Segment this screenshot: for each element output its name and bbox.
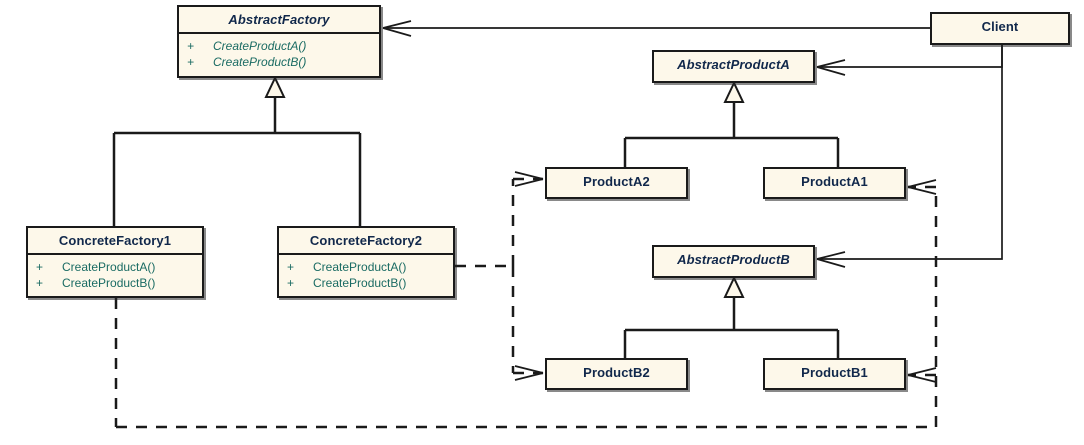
operation-signature: CreateProductB() [313, 276, 407, 290]
generalization-concretefactories-to-abstractfactory [112, 75, 362, 226]
operation-row: + CreateProductA() [279, 259, 453, 275]
open-arrowhead-productb2 [514, 365, 544, 381]
operation-row: + CreateProductA() [28, 259, 202, 275]
association-client-to-abstractproducta [816, 45, 1003, 76]
class-box-product-b1[interactable]: ProductB1 [763, 358, 906, 390]
class-name-product-b2: ProductB2 [583, 365, 650, 380]
class-box-product-a2[interactable]: ProductA2 [545, 167, 688, 199]
class-box-client[interactable]: Client [930, 12, 1070, 45]
class-box-concrete-factory-1[interactable]: ConcreteFactory1 + CreateProductA() + Crea… [26, 226, 204, 298]
class-box-product-b2[interactable]: ProductB2 [545, 358, 688, 390]
class-box-concrete-factory-2[interactable]: ConcreteFactory2 + CreateProductA() + Crea… [277, 226, 455, 298]
class-name-client: Client [981, 19, 1019, 34]
open-arrowhead-abstractproductb [816, 251, 846, 268]
operation-signature: CreateProductA() [62, 260, 156, 274]
association-client-to-abstractproductb [816, 45, 1003, 268]
generalization-products-to-abstractproductb [623, 275, 840, 358]
open-arrowhead-abstractproducta [816, 59, 846, 76]
dependency-concretefactory2-to-products [455, 171, 544, 381]
class-box-abstract-product-b[interactable]: AbstractProductB [652, 245, 815, 278]
class-operations-concrete-factory-1: + CreateProductA() + CreateProductB() [28, 255, 202, 296]
operation-row: + CreateProductB() [28, 275, 202, 291]
generalization-triangle-abstractproductb [723, 275, 745, 298]
class-name-concrete-factory-1: ConcreteFactory1 [28, 228, 202, 255]
operation-signature: CreateProductA() [313, 260, 407, 274]
class-name-concrete-factory-2: ConcreteFactory2 [279, 228, 453, 255]
operation-visibility: + [287, 276, 295, 290]
generalization-triangle-abstractproducta [723, 80, 745, 103]
class-box-abstract-product-a[interactable]: AbstractProductA [652, 50, 815, 83]
operation-visibility: + [36, 260, 44, 274]
operation-signature: CreateProductB() [213, 55, 307, 69]
operation-signature: CreateProductB() [62, 276, 156, 290]
operation-row: + CreateProductA() [179, 38, 379, 54]
operation-row: + CreateProductB() [279, 275, 453, 291]
class-operations-abstract-factory: + CreateProductA() + CreateProductB() [179, 34, 379, 75]
class-box-product-a1[interactable]: ProductA1 [763, 167, 906, 199]
operation-visibility: + [187, 55, 195, 69]
class-name-product-a1: ProductA1 [801, 174, 868, 189]
open-arrowhead-producta1 [907, 179, 937, 195]
generalization-triangle-abstractfactory [264, 75, 286, 98]
class-name-abstract-factory: AbstractFactory [179, 7, 379, 34]
dependency-concretefactory1-to-products [114, 179, 938, 429]
operation-visibility: + [36, 276, 44, 290]
class-box-abstract-factory[interactable]: AbstractFactory + CreateProductA() + Creat… [177, 5, 381, 78]
association-client-to-abstractfactory [382, 20, 930, 37]
class-name-product-b1: ProductB1 [801, 365, 868, 380]
open-arrowhead-producta2 [514, 171, 544, 187]
class-name-product-a2: ProductA2 [583, 174, 650, 189]
operation-visibility: + [187, 39, 195, 53]
generalization-products-to-abstractproducta [623, 80, 840, 167]
open-arrowhead-abstractfactory [382, 20, 412, 37]
open-arrowhead-productb1 [907, 367, 937, 383]
operation-visibility: + [287, 260, 295, 274]
operation-row: + CreateProductB() [179, 54, 379, 70]
class-operations-concrete-factory-2: + CreateProductA() + CreateProductB() [279, 255, 453, 296]
class-name-abstract-product-b: AbstractProductB [677, 252, 790, 267]
class-name-abstract-product-a: AbstractProductA [677, 57, 790, 72]
operation-signature: CreateProductA() [213, 39, 307, 53]
